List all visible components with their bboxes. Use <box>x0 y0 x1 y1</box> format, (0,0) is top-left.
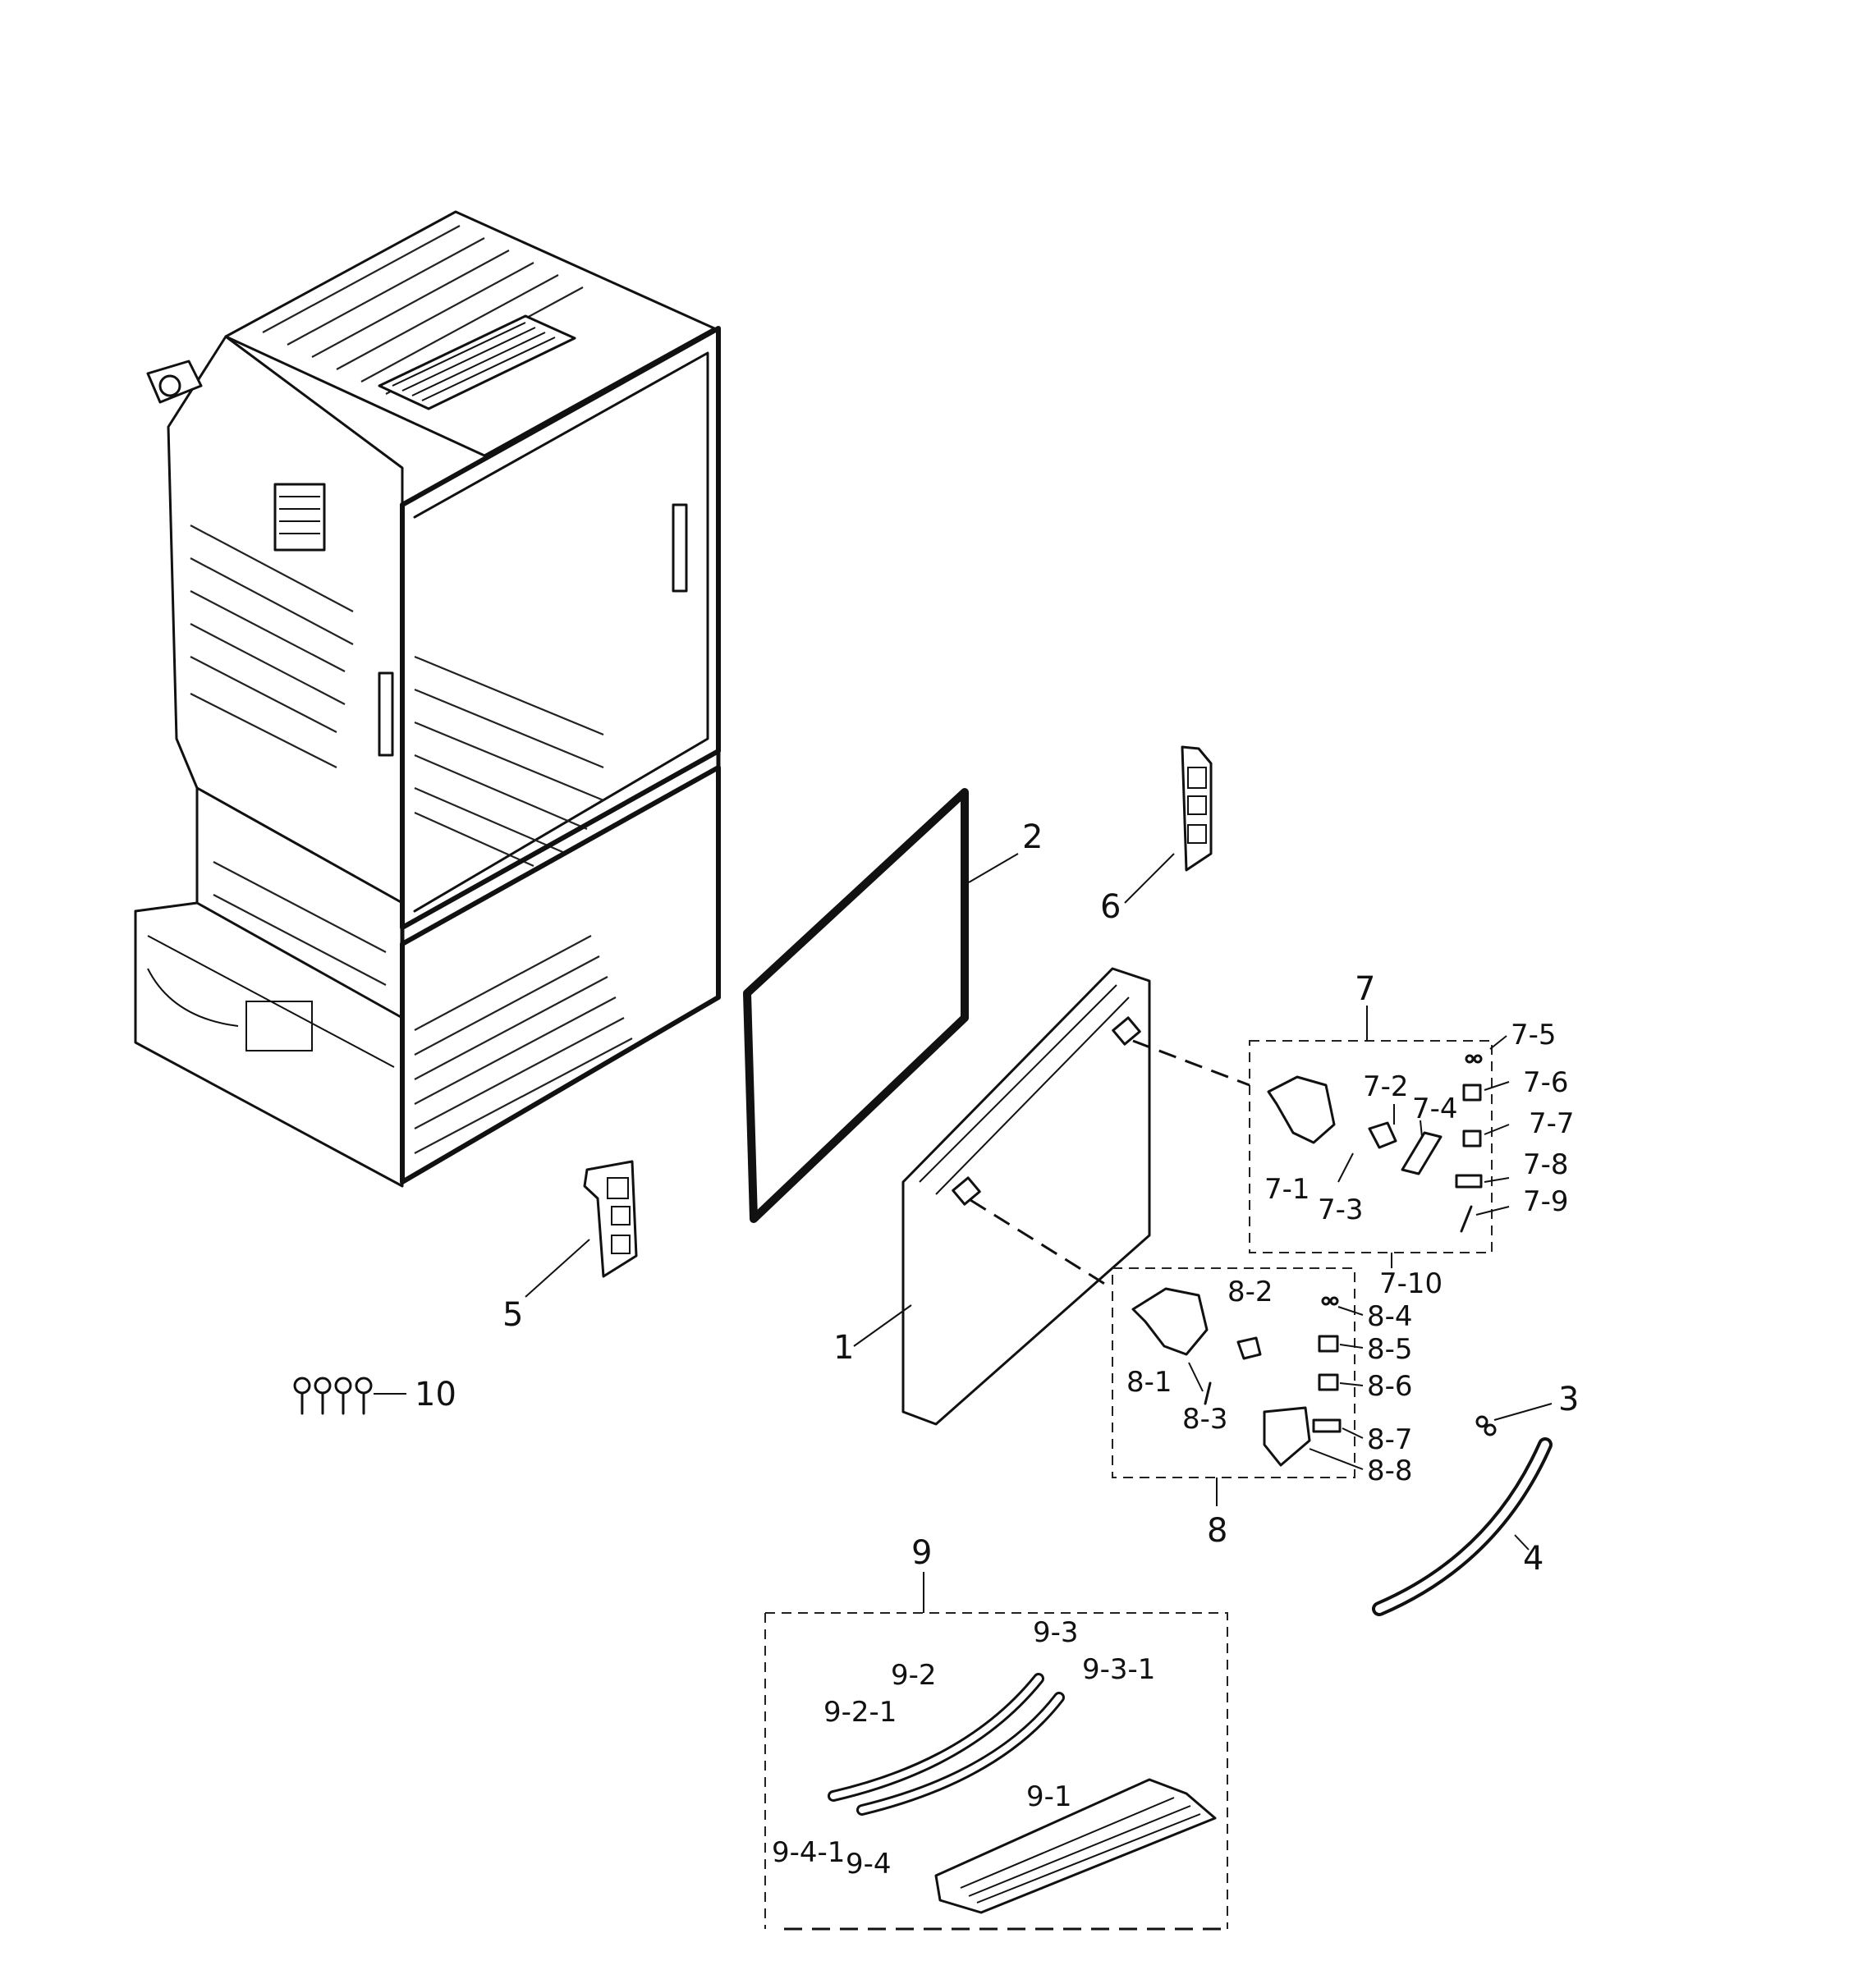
label-7-9: 7-9 <box>1523 1185 1569 1218</box>
label-8: 8 <box>1207 1512 1227 1550</box>
label-9-3-1: 9-3-1 <box>1082 1653 1155 1686</box>
label-1: 1 <box>833 1329 854 1367</box>
label-7-5: 7-5 <box>1511 1019 1557 1051</box>
label-7-6: 7-6 <box>1523 1066 1569 1099</box>
label-9-4: 9-4 <box>846 1848 892 1881</box>
right-rail-bracket-part-6 <box>1181 745 1213 872</box>
label-8-7: 8-7 <box>1367 1423 1413 1456</box>
label-9-3: 9-3 <box>1033 1616 1079 1649</box>
label-10: 10 <box>415 1376 456 1413</box>
label-7-2: 7-2 <box>1363 1070 1409 1103</box>
label-5: 5 <box>502 1296 523 1334</box>
label-8-4: 8-4 <box>1367 1300 1413 1333</box>
label-7-7: 7-7 <box>1529 1107 1575 1140</box>
label-7-4: 7-4 <box>1412 1093 1458 1125</box>
label-4: 4 <box>1523 1540 1543 1578</box>
label-8-5: 8-5 <box>1367 1333 1413 1366</box>
label-8-8: 8-8 <box>1367 1455 1413 1487</box>
label-7: 7 <box>1355 970 1375 1008</box>
label-8-1: 8-1 <box>1126 1366 1172 1399</box>
hinge-assembly-part-8 <box>970 1198 1355 1478</box>
label-8-2: 8-2 <box>1227 1276 1273 1308</box>
part-labels: 2 6 5 1 10 7 8 9 3 4 7-5 7-6 7-7 7-8 7-9… <box>415 818 1579 1881</box>
left-rail-bracket-part-5 <box>583 1160 638 1278</box>
label-9: 9 <box>911 1534 932 1572</box>
refrigerator-cabinet <box>134 210 721 1188</box>
label-2: 2 <box>1022 818 1043 856</box>
label-6: 6 <box>1100 888 1121 926</box>
leader-lines <box>374 853 1553 1613</box>
label-9-2: 9-2 <box>891 1659 937 1692</box>
label-9-1: 9-1 <box>1026 1780 1072 1813</box>
label-7-10: 7-10 <box>1379 1267 1443 1300</box>
rail-assembly-part-9 <box>764 1612 1228 1931</box>
bolt-part-3 <box>1475 1415 1497 1436</box>
hinge-assembly-part-7 <box>1132 1039 1493 1253</box>
label-7-8: 7-8 <box>1523 1148 1569 1181</box>
label-8-6: 8-6 <box>1367 1370 1413 1403</box>
label-7-1: 7-1 <box>1264 1173 1310 1206</box>
label-8-3: 8-3 <box>1182 1403 1228 1436</box>
label-7-3: 7-3 <box>1318 1193 1364 1226</box>
label-3: 3 <box>1558 1381 1579 1418</box>
drawer-door-part-1 <box>901 967 1151 1426</box>
door-gasket-part-2 <box>743 788 969 1223</box>
screws-part-10 <box>293 1377 373 1415</box>
label-9-4-1: 9-4-1 <box>772 1836 845 1869</box>
label-9-2-1: 9-2-1 <box>823 1696 897 1729</box>
